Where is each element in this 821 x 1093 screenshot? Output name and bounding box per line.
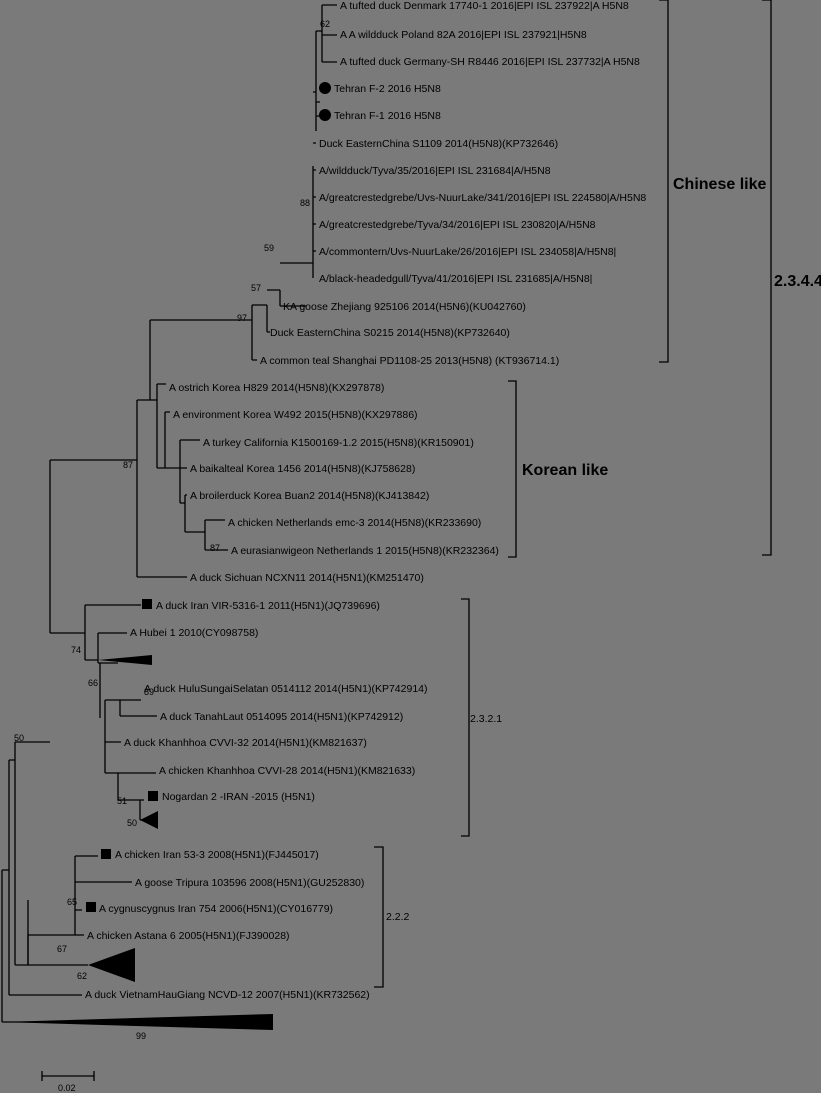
taxon-label: A chicken Astana 6 2005(H5N1)(FJ390028)	[87, 930, 290, 942]
taxon-label: Tehran F-1 2016 H5N8	[334, 110, 441, 122]
scale-bar-label: 0.02	[58, 1083, 76, 1093]
taxon-label: A chicken Khanhhoa CVVI-28 2014(H5N1)(KM…	[159, 765, 415, 777]
taxon-label: A duck VietnamHauGiang NCVD-12 2007(H5N1…	[85, 989, 370, 1001]
taxon-label: Duck EasternChina S1109 2014(H5N8)(KP732…	[319, 138, 558, 150]
clade-label-korean-like: Korean like	[522, 462, 608, 479]
taxon-label: Tehran F-2 2016 H5N8	[334, 83, 441, 95]
clade-label-2-3-4-4: 2.3.4.4	[774, 273, 821, 290]
taxon-label: A broilerduck Korea Buan2 2014(H5N8)(KJ4…	[190, 490, 429, 502]
taxon-label: A duck TanahLaut 0514095 2014(H5N1)(KP74…	[160, 711, 403, 723]
taxon-label: A duck Khanhhoa CVVI-32 2014(H5N1)(KM821…	[124, 737, 367, 749]
taxon-label: Duck EasternChina S0215 2014(H5N8)(KP732…	[270, 327, 510, 339]
taxon-label: A/commontern/Uvs-NuurLake/26/2016|EPI IS…	[319, 246, 616, 258]
taxon-label: A environment Korea W492 2015(H5N8)(KX29…	[173, 409, 418, 421]
clade-labels: Chinese like 2.3.4.4 Korean like 2.3.2.1…	[386, 176, 821, 923]
taxon-label: A common teal Shanghai PD1108-25 2013(H5…	[260, 355, 559, 367]
taxon-label: A duck HuluSungaiSelatan 0514112 2014(H5…	[144, 683, 428, 695]
bootstrap-value: 74	[71, 645, 81, 655]
collapsed-clade-triangle-4	[2, 1014, 273, 1030]
taxon-label: A/greatcrestedgrebe/Uvs-NuurLake/341/201…	[319, 192, 646, 204]
bootstrap-value: 50	[14, 733, 24, 743]
clade-label-2-3-2-1: 2.3.2.1	[470, 713, 502, 725]
bootstrap-values: 62 88 59 57 97 87 87 74 66 89 51 50 50 6…	[14, 19, 330, 1041]
tree-branches	[1, 4, 337, 1081]
bracket-2-3-2-1	[461, 598, 470, 837]
collapsed-clade-triangle-2	[140, 811, 158, 829]
taxon-label: A/black-headedgull/Tyva/41/2016|EPI ISL …	[319, 273, 592, 285]
clade-label-chinese-like: Chinese like	[673, 176, 766, 193]
bootstrap-value: 65	[67, 897, 77, 907]
taxon-label: A goose Tripura 103596 2008(H5N1)(GU2528…	[135, 877, 364, 889]
marker-circle-tehran-f1	[319, 109, 331, 121]
taxon-label: KA goose Zhejiang 925106 2014(H5N6)(KU04…	[283, 301, 526, 313]
taxon-labels: A tufted duck Denmark 17740-1 2016|EPI I…	[85, 0, 646, 1001]
taxon-label: A duck Sichuan NCXN11 2014(H5N1)(KM25147…	[190, 572, 424, 584]
bootstrap-value: 87	[210, 543, 220, 553]
taxon-label: A duck Iran VIR-5316-1 2011(H5N1)(JQ7396…	[156, 600, 380, 612]
bootstrap-value: 89	[144, 687, 154, 697]
taxon-label: A chicken Iran 53-3 2008(H5N1)(FJ445017)	[115, 849, 319, 861]
bootstrap-value: 97	[237, 313, 247, 323]
marker-square-nogardan	[148, 791, 158, 801]
clade-label-2-2-2: 2.2.2	[386, 911, 410, 923]
taxon-label: A A wildduck Poland 82A 2016|EPI ISL 237…	[340, 29, 587, 41]
taxon-label: A/wildduck/Tyva/35/2016|EPI ISL 231684|A…	[319, 165, 551, 177]
bootstrap-value: 50	[127, 818, 137, 828]
taxon-label: A/greatcrestedgrebe/Tyva/34/2016|EPI ISL…	[319, 219, 596, 231]
collapsed-clade-triangle-1	[98, 655, 152, 665]
taxon-label: A cygnuscygnus Iran 754 2006(H5N1)(CY016…	[99, 903, 333, 915]
bootstrap-value: 66	[88, 678, 98, 688]
taxon-label: A tufted duck Denmark 17740-1 2016|EPI I…	[340, 0, 629, 12]
taxon-label: A turkey California K1500169-1.2 2015(H5…	[203, 437, 474, 449]
sample-markers	[86, 82, 331, 912]
bracket-chinese-like	[659, 0, 669, 363]
bracket-korean-like	[508, 380, 517, 558]
bootstrap-value: 57	[251, 283, 261, 293]
marker-square-iran-vir	[142, 599, 152, 609]
taxon-label: Nogardan 2 -IRAN -2015 (H5N1)	[162, 791, 315, 803]
taxon-label: A ostrich Korea H829 2014(H5N8)(KX297878…	[169, 382, 384, 394]
taxon-label: A Hubei 1 2010(CY098758)	[130, 627, 258, 639]
clade-brackets	[374, 0, 772, 988]
bootstrap-value: 59	[264, 243, 274, 253]
bootstrap-value: 87	[123, 460, 133, 470]
bootstrap-value: 88	[300, 198, 310, 208]
taxon-label: A tufted duck Germany-SH R8446 2016|EPI …	[340, 56, 640, 68]
taxon-label: A eurasianwigeon Netherlands 1 2015(H5N8…	[231, 545, 499, 557]
collapsed-clades	[2, 655, 273, 1030]
bootstrap-value: 51	[117, 796, 127, 806]
taxon-label: A baikalteal Korea 1456 2014(H5N8)(KJ758…	[190, 463, 415, 475]
bracket-2-2-2	[374, 846, 384, 988]
taxon-label: A chicken Netherlands emc-3 2014(H5N8)(K…	[228, 517, 481, 529]
collapsed-clade-triangle-3	[88, 948, 135, 982]
marker-circle-tehran-f2	[319, 82, 331, 94]
marker-square-iran-53-3	[101, 849, 111, 859]
bootstrap-value: 62	[77, 971, 87, 981]
bootstrap-value: 62	[320, 19, 330, 29]
marker-square-iran-754	[86, 902, 96, 912]
bracket-2-3-4-4	[762, 0, 772, 556]
bootstrap-value: 99	[136, 1031, 146, 1041]
bootstrap-value: 67	[57, 944, 67, 954]
